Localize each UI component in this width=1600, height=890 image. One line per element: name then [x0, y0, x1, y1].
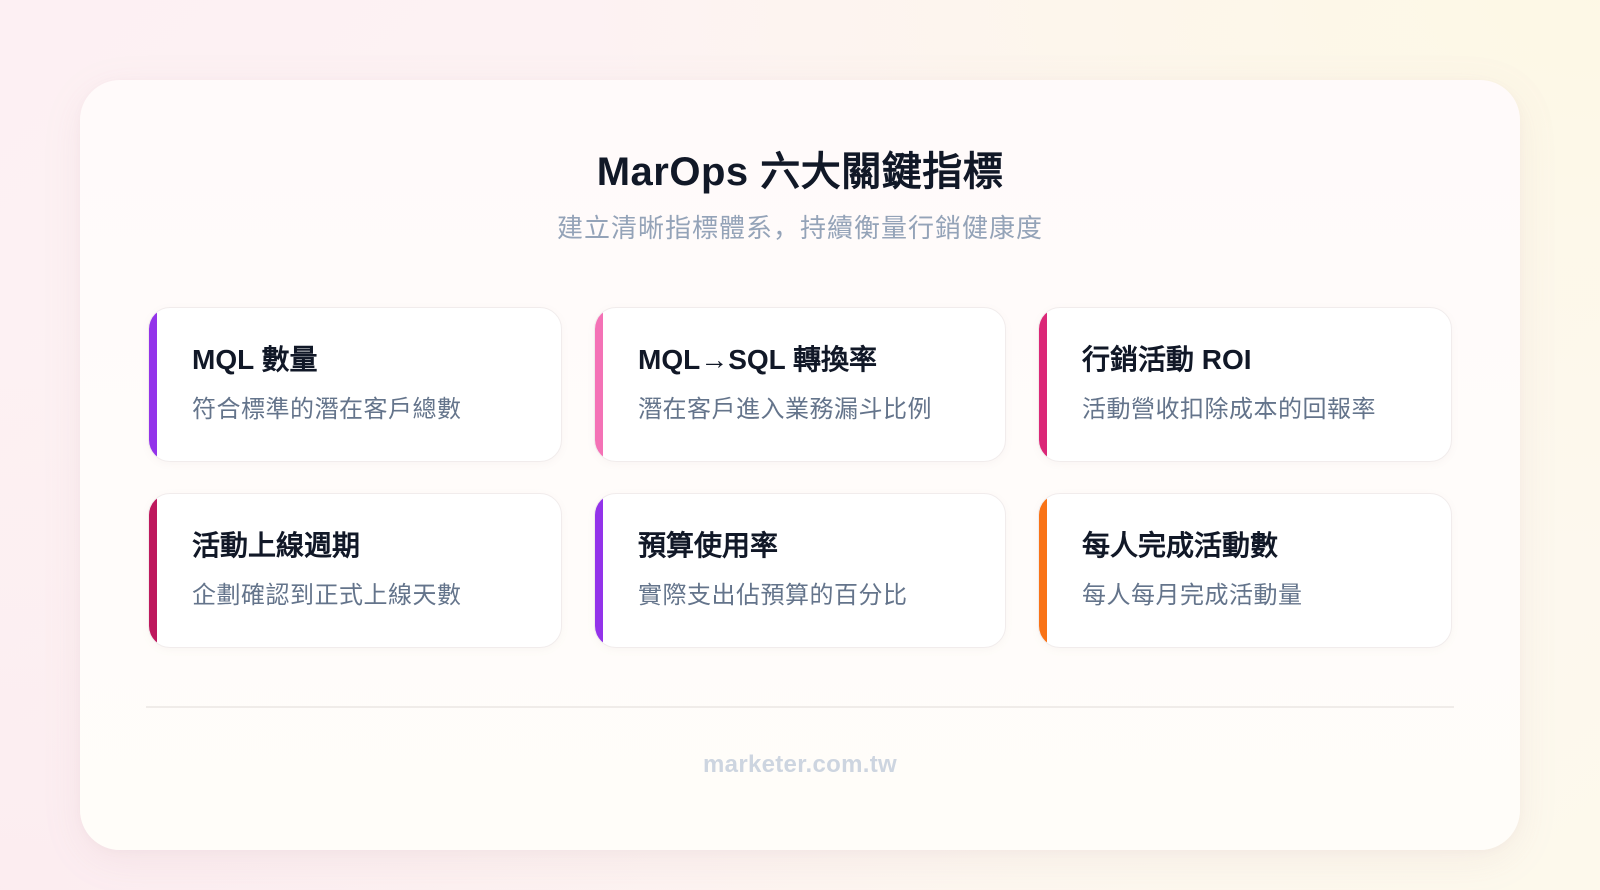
- card-accent-bar: [1039, 308, 1047, 461]
- footer-divider: [146, 706, 1454, 708]
- card-accent-bar: [595, 308, 603, 461]
- metric-title: 行銷活動 ROI: [1082, 344, 1252, 375]
- metric-description: 企劃確認到正式上線天數: [192, 582, 462, 609]
- metric-description: 符合標準的潛在客戶總數: [192, 396, 462, 423]
- metric-card-campaign-roi: 行銷活動 ROI 活動營收扣除成本的回報率: [1038, 307, 1452, 462]
- metric-title: MQL→SQL 轉換率: [638, 344, 878, 375]
- metric-title: 每人完成活動數: [1082, 530, 1279, 561]
- metric-card-mql-count: MQL 數量 符合標準的潛在客戶總數: [148, 307, 562, 462]
- metric-description: 潛在客戶進入業務漏斗比例: [638, 396, 932, 423]
- metrics-panel: MarOps 六大關鍵指標 建立清晰指標體系，持續衡量行銷健康度 MQL 數量 …: [80, 80, 1520, 850]
- metric-card-launch-cycle: 活動上線週期 企劃確認到正式上線天數: [148, 493, 562, 648]
- metric-description: 每人每月完成活動量: [1082, 582, 1303, 609]
- metric-description: 活動營收扣除成本的回報率: [1082, 396, 1376, 423]
- card-accent-bar: [595, 494, 603, 647]
- metric-description: 實際支出佔預算的百分比: [638, 582, 908, 609]
- card-accent-bar: [149, 494, 157, 647]
- page-title: MarOps 六大關鍵指標: [596, 150, 1004, 194]
- footer-site-label: marketer.com.tw: [703, 751, 897, 778]
- metric-title: 活動上線週期: [192, 530, 361, 561]
- card-accent-bar: [149, 308, 157, 461]
- metric-title: MQL 數量: [192, 344, 318, 375]
- metric-card-budget-utilization: 預算使用率 實際支出佔預算的百分比: [594, 493, 1006, 648]
- card-accent-bar: [1039, 494, 1047, 647]
- page-subtitle: 建立清晰指標體系，持續衡量行銷健康度: [556, 213, 1043, 243]
- metric-card-mql-sql-conversion: MQL→SQL 轉換率 潛在客戶進入業務漏斗比例: [594, 307, 1006, 462]
- metric-card-campaigns-per-person: 每人完成活動數 每人每月完成活動量: [1038, 493, 1452, 648]
- metric-title: 預算使用率: [638, 530, 779, 561]
- metrics-grid: MQL 數量 符合標準的潛在客戶總數 MQL→SQL 轉換率 潛在客戶進入業務漏…: [148, 307, 1454, 648]
